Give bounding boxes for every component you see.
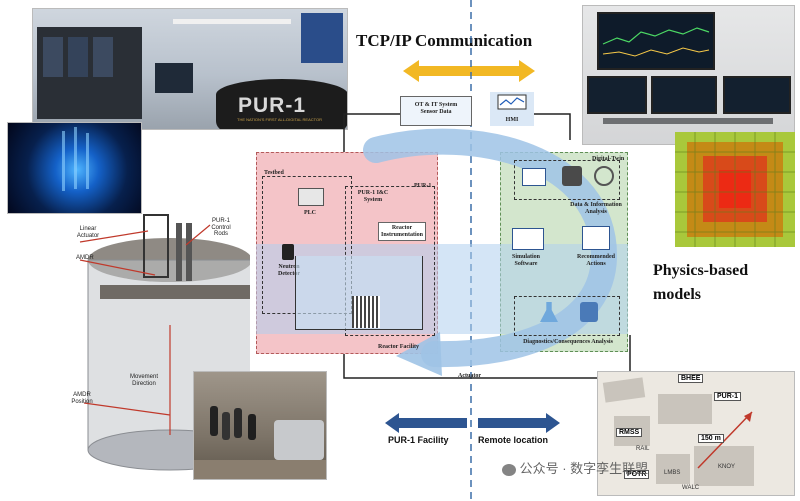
simulation-icon bbox=[512, 228, 544, 250]
reactor-tagline: THE NATION'S FIRST ALL-DIGITAL REACTOR bbox=[237, 117, 322, 122]
map-distance: 150 m bbox=[698, 434, 724, 443]
actuator-label: Actuator bbox=[458, 373, 481, 379]
ot-it-label: OT & IT System bbox=[414, 102, 458, 108]
right-location-label: Remote location bbox=[478, 435, 549, 445]
map-bhee: BHEE bbox=[678, 374, 704, 383]
wechat-icon bbox=[502, 463, 516, 476]
reactor-core-photo bbox=[7, 122, 142, 214]
linear-actuator-label: Linear Actuator bbox=[76, 226, 100, 239]
plc-label: PLC bbox=[304, 210, 316, 216]
team-photo bbox=[193, 371, 327, 480]
control-rods-label: PUR-1 Control Rods bbox=[211, 218, 231, 238]
physics-models-label-2: models bbox=[653, 286, 701, 303]
map-pur1: PUR-1 bbox=[714, 392, 742, 401]
hmi-label: HMI bbox=[505, 117, 519, 123]
reactor-facility-label: Reactor Facility bbox=[378, 344, 420, 350]
left-blue-arrow bbox=[385, 413, 467, 433]
map-walc: WALC bbox=[682, 485, 700, 491]
gear-icon bbox=[594, 166, 614, 186]
data-analysis-label: Data & Information Analysis bbox=[570, 202, 622, 215]
right-blue-arrow bbox=[478, 413, 560, 433]
sensor-data-label: Sensor Data bbox=[420, 108, 452, 115]
diagnostics-label: Diagnostics/Consequences Analysis bbox=[523, 339, 613, 345]
campus-map: BHEE PUR-1 RMSS RAIL 150 m POTR LMBS KNO… bbox=[597, 371, 795, 496]
map-lmbs: LMBS bbox=[664, 470, 681, 476]
monitors-photo bbox=[582, 5, 795, 145]
ot-it-box: OT & IT System Sensor Data bbox=[400, 96, 472, 126]
movement-direction-label: Movement Direction bbox=[129, 374, 158, 387]
simulation-label: Simulation Software bbox=[511, 254, 540, 267]
plc-box bbox=[298, 188, 324, 206]
reactor-banner: PUR-1 bbox=[238, 94, 307, 117]
reactor-instrumentation-box: Reactor Instrumentation bbox=[378, 222, 426, 242]
curved-loop-arrow bbox=[363, 128, 618, 376]
left-facility-label: PUR-1 Facility bbox=[388, 435, 449, 445]
amdr-position-label: AMDR Position bbox=[71, 392, 93, 405]
gold-double-arrow bbox=[403, 60, 535, 82]
map-potr: POTR bbox=[624, 470, 650, 479]
fuel-assembly bbox=[352, 296, 380, 328]
watermark-text: 公众号 · 数字孪生联盟 bbox=[519, 461, 649, 476]
twin-frame-top bbox=[514, 160, 620, 200]
analytics-icon bbox=[522, 168, 546, 186]
watermark: 公众号 · 数字孪生联盟 bbox=[502, 458, 648, 477]
twin-frame-bottom bbox=[514, 296, 620, 336]
amdr-label: AMDR bbox=[76, 255, 94, 261]
neutron-detector-label: Neutron Detector bbox=[278, 264, 300, 277]
digital-twin-title: Digital-Twin bbox=[592, 156, 625, 162]
map-rmss: RMSS bbox=[616, 428, 643, 437]
heatmap-image bbox=[675, 132, 795, 247]
testbed-title: Testbed bbox=[264, 170, 284, 176]
hmi-box: HMI bbox=[490, 92, 534, 126]
neutron-detector-icon bbox=[282, 244, 294, 260]
recommended-label: Recommended Actions bbox=[577, 254, 615, 267]
heatmap-grid bbox=[675, 132, 795, 247]
ic-system-label: PUR-1 I&C System bbox=[357, 190, 389, 203]
microscope-icon bbox=[580, 302, 598, 322]
map-knoy: KNOY bbox=[718, 464, 736, 470]
recommend-icon bbox=[582, 226, 610, 250]
control-room-photo: PUR-1 THE NATION'S FIRST ALL-DIGITAL REA… bbox=[32, 8, 348, 130]
physics-models-label-1: Physics-based bbox=[653, 262, 749, 279]
map-rail: RAIL bbox=[636, 446, 650, 452]
map-route bbox=[697, 411, 753, 469]
diagram-title: TCP/IP Communication bbox=[356, 31, 533, 50]
data-icon bbox=[562, 166, 582, 186]
hmi-monitor-icon bbox=[497, 94, 527, 110]
